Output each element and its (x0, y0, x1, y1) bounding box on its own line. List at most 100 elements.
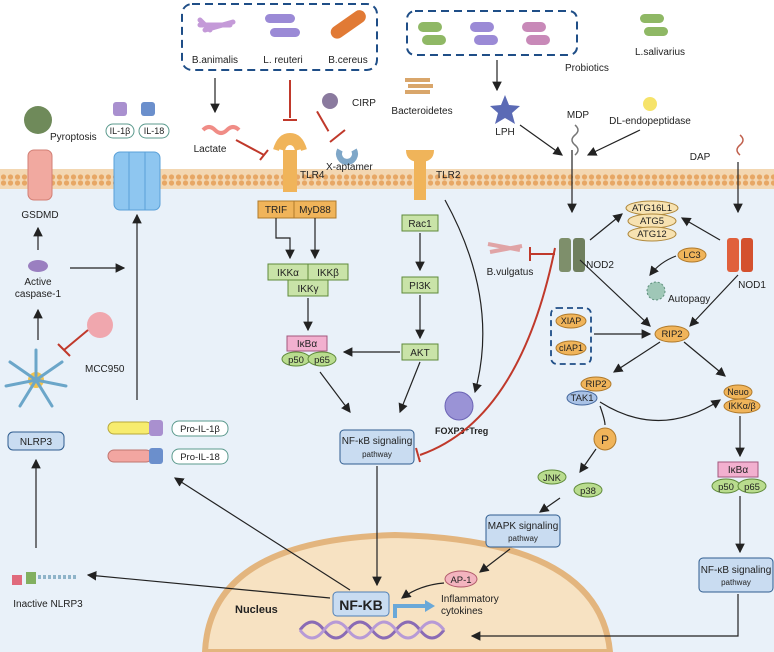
b-vulgatus-icon (487, 242, 523, 254)
mapk-line2: pathway (508, 534, 538, 543)
x-aptamer-label: X-aptamer (326, 162, 373, 173)
akt-label: AKT (410, 348, 429, 359)
nlrp3-label: NLRP3 (20, 437, 53, 448)
tak1-label: TAK1 (570, 393, 593, 404)
tlr2-receptor-icon (406, 150, 434, 200)
cirp-label: CIRP (352, 98, 376, 109)
b-vulgatus-label: B.vulgatus (487, 267, 534, 278)
ikkab-label: IKKα/β (728, 401, 755, 411)
bacteroidetes-label: Bacteroidetes (391, 106, 452, 117)
dl-endopeptidase-icon (643, 97, 657, 111)
lph-star-icon (490, 95, 520, 124)
tlr2-label: TLR2 (436, 170, 461, 181)
nfkb-center-line1: NF-κB signaling (342, 436, 413, 447)
ikka-label: IKKα (277, 268, 299, 279)
xiap-label: XIAP (561, 316, 582, 326)
neuo-label: Neuo (727, 387, 749, 397)
mdp-icon (571, 124, 579, 156)
pyroptosis-cell-icon (24, 106, 52, 134)
trif-label: TRIF (265, 205, 287, 216)
p65-left-label: p65 (314, 355, 330, 366)
mcc950-label: MCC950 (85, 364, 125, 375)
pro-il1b-label: Pro-IL-1β (180, 424, 220, 435)
atg16l1-label: ATG16L1 (632, 203, 672, 214)
nod1-receptor-icon (727, 238, 753, 272)
myd88-label: MyD88 (299, 205, 331, 216)
tlr4-label: TLR4 (300, 170, 325, 181)
rip2-label: RIP2 (661, 329, 682, 340)
b-cereus-label: B.cereus (328, 55, 367, 66)
cell-membrane (0, 169, 774, 189)
l-salivarius-label: L.salivarius (635, 47, 685, 58)
nlrp3-inflammasome-icon (4, 348, 68, 408)
autophagy-label: Autopagy (668, 294, 710, 305)
active-caspase-line2: caspase-1 (15, 289, 62, 300)
inflammatory-line1: Inflammatory (441, 594, 499, 605)
nucleus-label: Nucleus (235, 604, 278, 616)
active-caspase-line1: Active (24, 277, 52, 288)
ikkg-label: IKKγ (297, 284, 318, 295)
l-reuteri-icon (265, 14, 300, 37)
cytokine-channel-icon (113, 151, 161, 211)
b-animalis-label: B.animalis (192, 55, 238, 66)
extracellular-region (0, 0, 774, 170)
lactate-icon (201, 125, 241, 135)
gsdmd-pore-icon (27, 149, 53, 201)
tlr4-receptor-icon (273, 132, 307, 192)
nfkb-right-line1: NF-κB signaling (701, 565, 772, 576)
ikba-right-label: IκBα (728, 465, 748, 476)
nfkb-right-line2: pathway (721, 578, 751, 587)
nfkb-nucleus-label: NF-KB (339, 597, 383, 613)
caspase-icon (28, 260, 48, 272)
autophagy-icon (646, 281, 666, 301)
phospho-label: P (601, 433, 609, 447)
p50-left-label: p50 (288, 355, 304, 366)
lactate-label: Lactate (194, 144, 227, 155)
dap-icon (736, 134, 744, 156)
bacteria-box (181, 3, 378, 71)
nod1-label: NOD1 (738, 280, 766, 291)
inactive-nlrp3-label: Inactive NLRP3 (13, 599, 83, 610)
jnk-label: JNK (543, 473, 562, 484)
nod2-receptor-icon (559, 238, 585, 272)
dap-label: DAP (690, 152, 711, 163)
p38-label: p38 (580, 486, 596, 497)
bacteroidetes-icon (405, 78, 433, 94)
rac1-label: Rac1 (408, 219, 432, 230)
b-cereus-icon (330, 10, 366, 39)
pro-il18-label: Pro-IL-18 (180, 452, 220, 463)
ciap1-label: cIAP1 (559, 343, 583, 353)
p65-right-label: p65 (744, 482, 760, 493)
mdp-label: MDP (567, 110, 590, 121)
ikba-left-label: IκBα (297, 339, 317, 350)
dl-endopeptidase-label: DL-endopeptidase (609, 116, 691, 127)
p50-right-label: p50 (718, 482, 734, 493)
dna-helix-icon (298, 620, 446, 640)
pi3k-label: PI3K (409, 281, 431, 292)
mcc950-icon (87, 312, 113, 338)
il18-label: IL-18 (144, 126, 165, 136)
il1b-square-icon (113, 102, 127, 116)
atg5-label: ATG5 (640, 216, 664, 227)
nfkb-center-line2: pathway (362, 450, 392, 459)
mapk-line1: MAPK signaling (488, 521, 559, 532)
probiotics-label: Probiotics (565, 63, 609, 74)
probiotics-icon (418, 22, 550, 45)
atg12-label: ATG12 (637, 229, 666, 240)
inflammatory-line2: cytokines (441, 606, 483, 617)
b-animalis-icon (197, 17, 236, 33)
x-aptamer-icon (336, 148, 358, 165)
pyroptosis-label: Pyroptosis (50, 132, 97, 143)
lph-label: LPH (495, 127, 514, 138)
transcription-arrow-icon (425, 600, 435, 612)
ikkb-label: IKKβ (317, 268, 339, 279)
inactive-nlrp3-icon (12, 572, 78, 585)
lc3-label: LC3 (683, 250, 700, 261)
l-reuteri-label: L. reuteri (263, 55, 302, 66)
foxp3-treg-label: FOXP3⁺Treg (435, 426, 488, 436)
ap1-label: AP-1 (450, 575, 471, 586)
l-salivarius-icon (640, 14, 668, 36)
foxp3-treg-cell-icon (444, 391, 474, 421)
